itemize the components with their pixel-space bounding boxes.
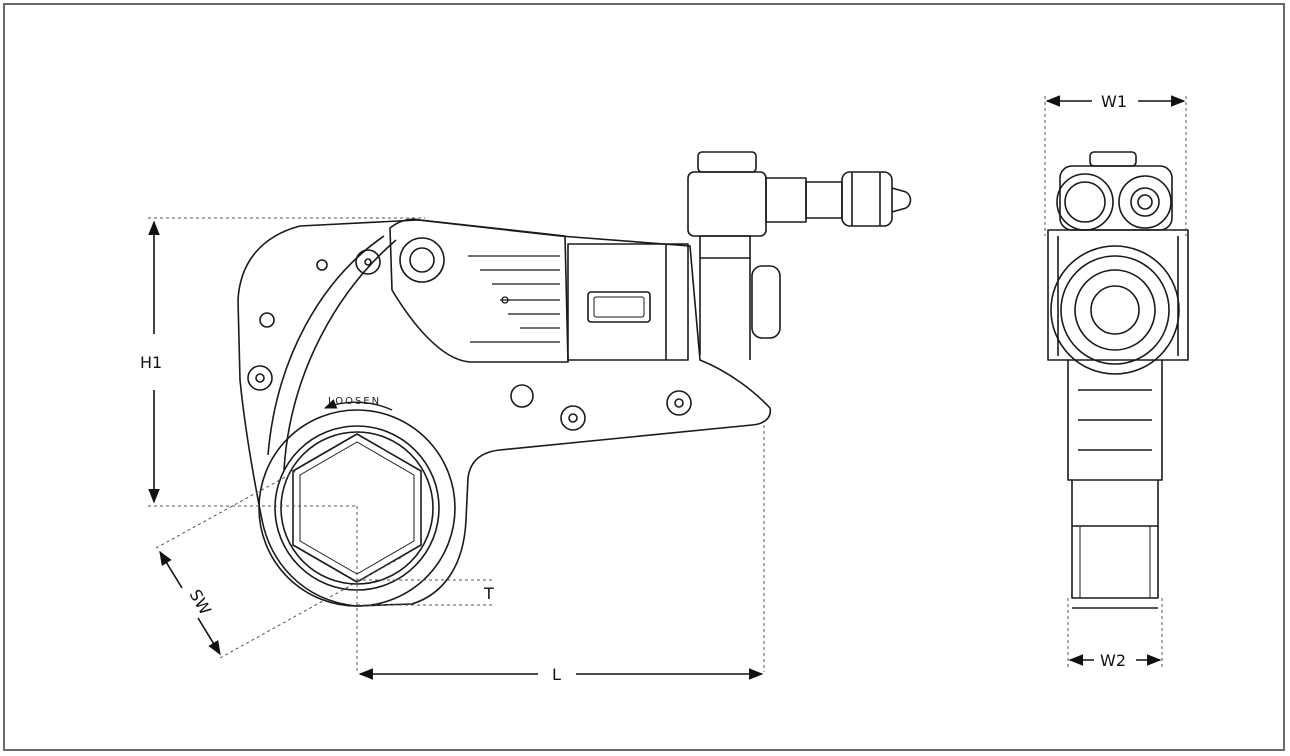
w2-label: W2 (1100, 651, 1126, 670)
sw-label: SW (186, 586, 216, 618)
cylinder-block (567, 243, 689, 361)
front-dimension-lines (1044, 96, 1187, 668)
hose-hex (765, 177, 807, 223)
h1-label: H1 (140, 353, 162, 372)
cylinder-housing (389, 218, 569, 363)
wrench-body-outline (237, 219, 772, 607)
loosen-indicator: LOOSEN (323, 396, 393, 411)
w1-label: W1 (1101, 92, 1127, 111)
front-ring (1071, 480, 1159, 599)
swivel-cap (697, 151, 757, 173)
front-piston-outer (1050, 245, 1180, 375)
housing-grooves (468, 255, 560, 343)
dimension-w2: W2 (1068, 651, 1162, 670)
dimension-w1: W1 (1045, 92, 1186, 111)
frame-inner-arc-2 (283, 239, 397, 471)
ring-outer (258, 409, 456, 607)
hose-coupler (841, 171, 893, 227)
loosen-label: LOOSEN (328, 396, 381, 407)
cylinder-window (587, 291, 651, 323)
frame-inner-arc (267, 235, 385, 456)
dimension-lines (148, 217, 765, 672)
pivot-boss (399, 237, 445, 283)
side-piston (751, 265, 781, 339)
dimension-sw: SW (159, 550, 221, 656)
l-label: L (552, 665, 561, 684)
front-port-right (1118, 175, 1172, 229)
front-view (1047, 151, 1189, 609)
t-label: T (483, 584, 494, 603)
diagram-frame (3, 3, 1285, 751)
front-cap (1089, 151, 1137, 167)
front-body (1047, 229, 1189, 361)
dimension-h1: H1 (140, 220, 162, 504)
front-arm (1067, 360, 1163, 481)
dimension-l: L (358, 665, 764, 684)
side-view (237, 151, 912, 607)
